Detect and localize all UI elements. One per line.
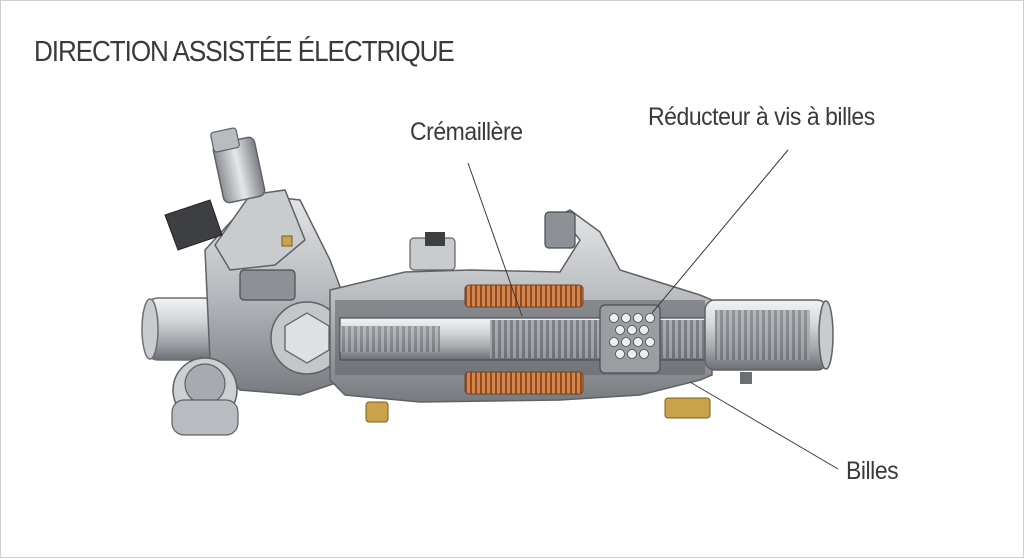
diagram-title: DIRECTION ASSISTÉE ÉLECTRIQUE <box>34 36 455 68</box>
leader-line-billes <box>689 381 839 470</box>
balls <box>609 313 655 359</box>
motor-winding-top <box>464 284 584 308</box>
motor-winding-bottom <box>464 371 584 395</box>
label-reducteur: Réducteur à vis à billes <box>648 103 875 131</box>
connector <box>164 199 223 251</box>
label-billes: Billes <box>846 457 899 485</box>
leader-line-reducteur <box>651 149 789 314</box>
label-cremaillere: Crémaillère <box>410 118 523 146</box>
leader-line-cremaillere <box>467 162 523 317</box>
